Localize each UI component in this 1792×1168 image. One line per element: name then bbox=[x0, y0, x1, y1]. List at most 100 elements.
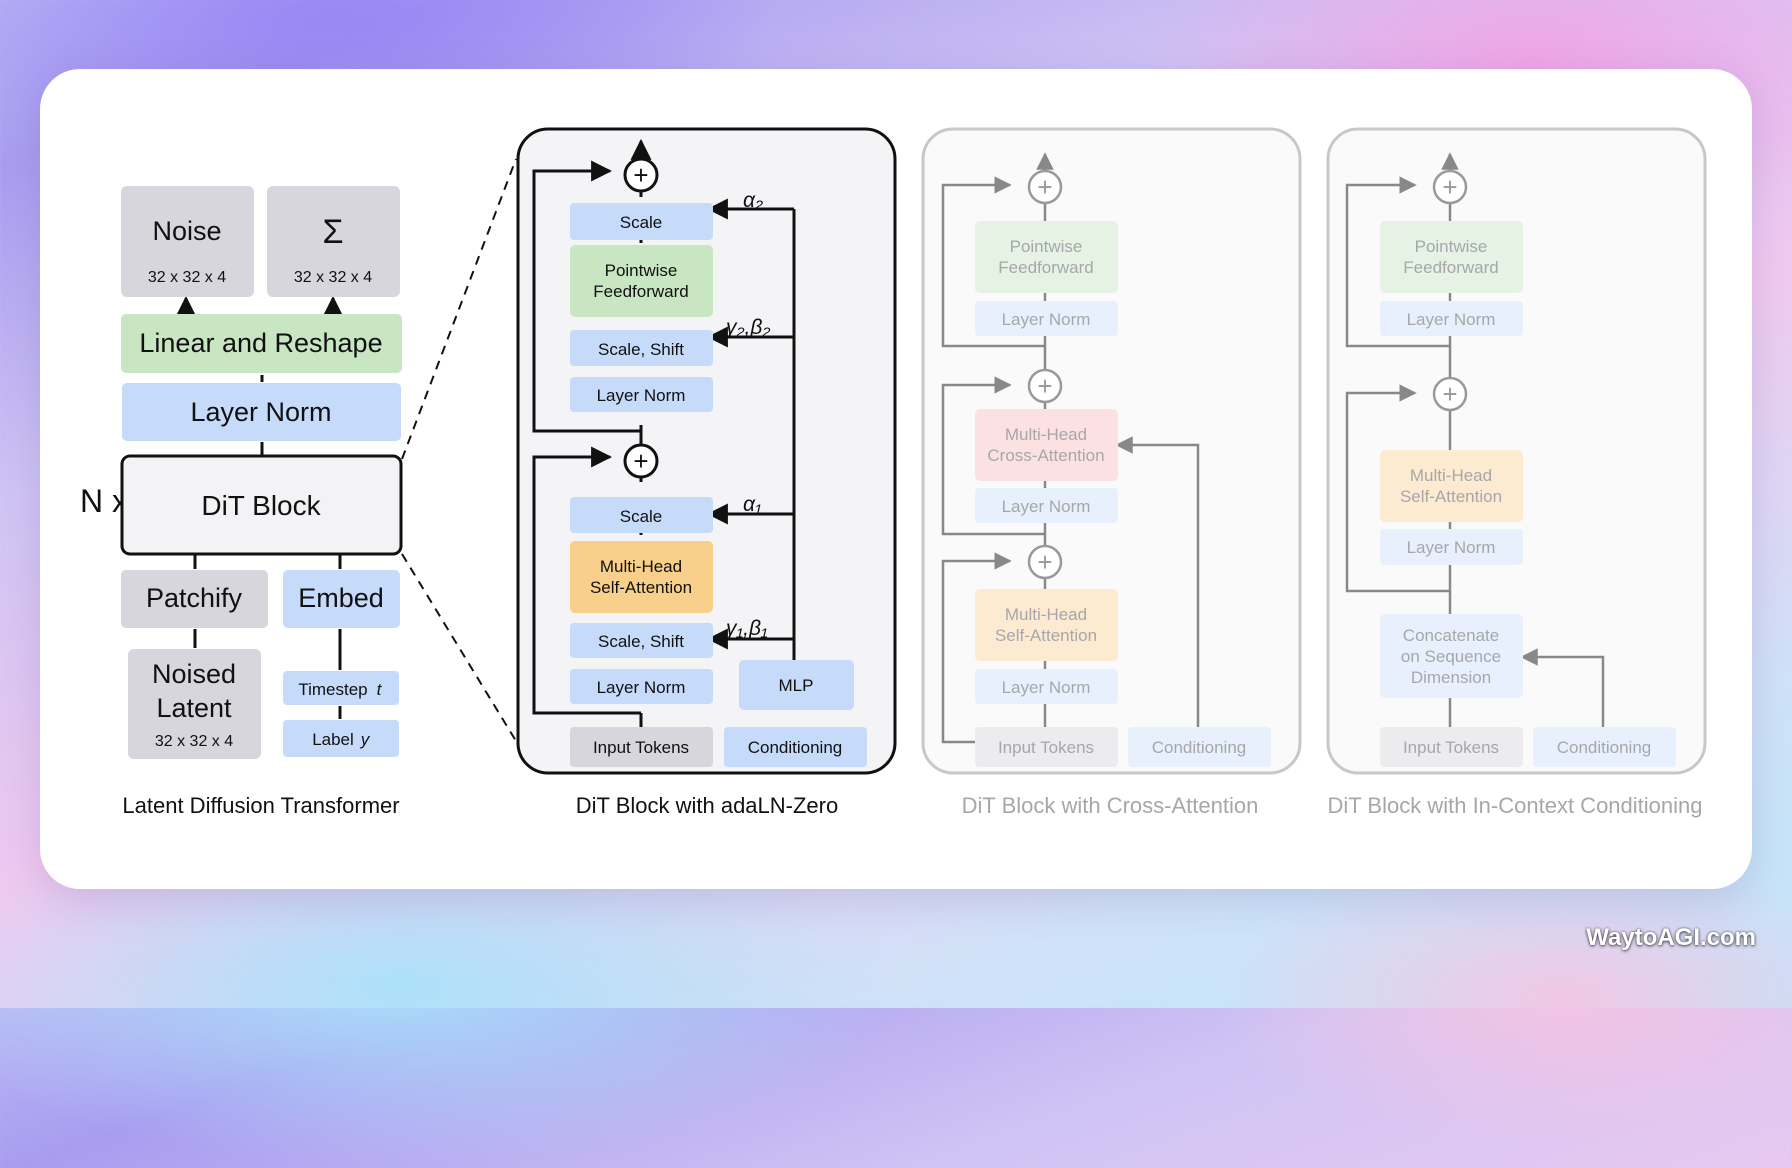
incontext-mhsa-line1: Multi-Head bbox=[1410, 466, 1492, 485]
incontext-plus-bottom-icon: + bbox=[1442, 379, 1457, 409]
watermark: WaytoAGI.com bbox=[1586, 924, 1756, 951]
cross-conditioning-box bbox=[1128, 727, 1271, 767]
scale-shift-top-label: Scale, Shift bbox=[598, 340, 684, 359]
layer-norm-top-box bbox=[570, 377, 713, 412]
cross-add-top-icon bbox=[1027, 169, 1063, 205]
noise-dims: 32 x 32 x 4 bbox=[148, 269, 226, 286]
scale-bottom-box bbox=[570, 497, 713, 533]
zoom-lines bbox=[401, 158, 517, 742]
incontext-add-bottom-icon bbox=[1432, 376, 1468, 412]
cross-conditioning-label: Conditioning bbox=[1152, 738, 1247, 757]
cross-layer-norm-1-label: Layer Norm bbox=[1002, 310, 1091, 329]
alpha2-label: α₂ bbox=[743, 189, 763, 212]
cross-add-bottom-icon bbox=[1027, 544, 1063, 580]
scale-shift-bottom-label: Scale, Shift bbox=[598, 632, 684, 651]
label-box bbox=[283, 720, 399, 757]
cross-plus-top-icon: + bbox=[1037, 172, 1052, 202]
noise-label: Noise bbox=[152, 216, 221, 246]
latent-diffusion-transformer: Noise 32 x 32 x 4 Σ 32 x 32 x 4 Linear a… bbox=[80, 186, 403, 818]
cross-mhsa-line1: Multi-Head bbox=[1005, 605, 1087, 624]
layer-norm-bottom-label: Layer Norm bbox=[597, 678, 686, 697]
incontext-mhsa-line2: Self-Attention bbox=[1400, 487, 1502, 506]
cross-layer-norm-1-box bbox=[975, 301, 1118, 336]
timestep-var: t bbox=[377, 680, 383, 699]
mhsa-line2: Self-Attention bbox=[590, 578, 692, 597]
cross-layer-norm-2-label: Layer Norm bbox=[1002, 497, 1091, 516]
diagram-card: Noise 32 x 32 x 4 Σ 32 x 32 x 4 Linear a… bbox=[40, 69, 1752, 889]
incontext-concat-line3: Dimension bbox=[1411, 668, 1491, 687]
linear-reshape-label: Linear and Reshape bbox=[139, 328, 382, 358]
scale-bottom-label: Scale bbox=[620, 507, 663, 526]
input-tokens-box bbox=[570, 727, 713, 767]
noised-latent-dims: 32 x 32 x 4 bbox=[155, 733, 233, 750]
caption-adaln-zero: DiT Block with adaLN-Zero bbox=[576, 793, 838, 818]
cross-mhca-line2: Cross-Attention bbox=[987, 446, 1104, 465]
incontext-add-top-icon bbox=[1432, 169, 1468, 205]
scale-top-label: Scale bbox=[620, 213, 663, 232]
mhsa-line1: Multi-Head bbox=[600, 557, 682, 576]
cross-layer-norm-3-label: Layer Norm bbox=[1002, 678, 1091, 697]
input-tokens-label: Input Tokens bbox=[593, 738, 689, 757]
residual-add-top-icon bbox=[623, 157, 659, 193]
incontext-input-tokens-box bbox=[1380, 727, 1523, 767]
patchify-box bbox=[121, 570, 268, 628]
cross-mhsa-line2: Self-Attention bbox=[995, 626, 1097, 645]
dit-architecture-diagram: Noise 32 x 32 x 4 Σ 32 x 32 x 4 Linear a… bbox=[80, 127, 1707, 818]
conditioning-label: Conditioning bbox=[748, 738, 843, 757]
dit-block-box bbox=[120, 454, 403, 556]
pointwise-line2: Feedforward bbox=[593, 282, 688, 301]
label-label: Label bbox=[312, 730, 354, 749]
cross-input-tokens-box bbox=[975, 727, 1118, 767]
sigma-dims: 32 x 32 x 4 bbox=[294, 269, 372, 286]
in-context-block: + + Pointwise Feedforward Layer Norm Mul… bbox=[1326, 127, 1707, 818]
scale-shift-bottom-box bbox=[570, 623, 713, 658]
incontext-conditioning-label: Conditioning bbox=[1557, 738, 1652, 757]
timestep-box bbox=[283, 671, 399, 705]
layer-norm-label: Layer Norm bbox=[190, 397, 331, 427]
cross-pointwise-line2: Feedforward bbox=[998, 258, 1093, 277]
incontext-layer-norm-1-box bbox=[1380, 301, 1523, 336]
incontext-concat-line2: on Sequence bbox=[1401, 647, 1501, 666]
linear-reshape-box bbox=[121, 314, 402, 373]
residual-add-bottom-icon bbox=[623, 443, 659, 479]
mlp-label: MLP bbox=[779, 676, 814, 695]
incontext-pointwise-line1: Pointwise bbox=[1415, 237, 1488, 256]
incontext-layer-norm-2-label: Layer Norm bbox=[1407, 538, 1496, 557]
cross-pointwise-line1: Pointwise bbox=[1010, 237, 1083, 256]
cross-attention-block: + + + Pointwise Feedforward Layer Norm M… bbox=[921, 127, 1302, 818]
cross-plus-bottom-icon: + bbox=[1037, 547, 1052, 577]
incontext-plus-top-icon: + bbox=[1442, 172, 1457, 202]
sigma-label: Σ bbox=[322, 213, 343, 251]
cross-multi-head-cross-attention-box bbox=[975, 409, 1118, 481]
gamma2-beta2-label: γ₂,β₂ bbox=[726, 316, 770, 339]
incontext-pointwise-box bbox=[1380, 221, 1523, 293]
multi-head-self-attention-box bbox=[570, 541, 713, 613]
scale-shift-top-box bbox=[570, 330, 713, 366]
cross-layer-norm-2-box bbox=[975, 488, 1118, 523]
cross-add-mid-icon bbox=[1027, 368, 1063, 404]
incontext-multi-head-self-attention-box bbox=[1380, 450, 1523, 522]
plus-top-icon: + bbox=[633, 160, 648, 190]
cross-pointwise-box bbox=[975, 221, 1118, 293]
noised-latent-line2: Latent bbox=[156, 693, 232, 723]
dit-block-label: DiT Block bbox=[201, 490, 321, 521]
noised-latent-box bbox=[128, 649, 261, 759]
layer-norm-bottom-box bbox=[570, 669, 713, 704]
caption-latent-diffusion-transformer: Latent Diffusion Transformer bbox=[122, 793, 399, 818]
label-var: y bbox=[360, 730, 371, 749]
incontext-layer-norm-2-box bbox=[1380, 529, 1523, 565]
conditioning-box bbox=[724, 727, 867, 767]
layer-norm-top-label: Layer Norm bbox=[597, 386, 686, 405]
timestep-label: Timestep bbox=[298, 680, 367, 699]
noised-latent-line1: Noised bbox=[152, 659, 236, 689]
incontext-conditioning-box bbox=[1533, 727, 1676, 767]
adaln-zero-block: + + Scale Pointwise Feedforward Scale, S… bbox=[516, 127, 897, 818]
noise-box bbox=[121, 186, 254, 297]
scale-top-box bbox=[570, 203, 713, 240]
layer-norm-box bbox=[122, 383, 401, 441]
alpha1-label: α₁ bbox=[743, 493, 762, 516]
pointwise-line1: Pointwise bbox=[605, 261, 678, 280]
cross-input-tokens-label: Input Tokens bbox=[998, 738, 1094, 757]
cross-multi-head-self-attention-box bbox=[975, 589, 1118, 661]
cross-plus-mid-icon: + bbox=[1037, 371, 1052, 401]
